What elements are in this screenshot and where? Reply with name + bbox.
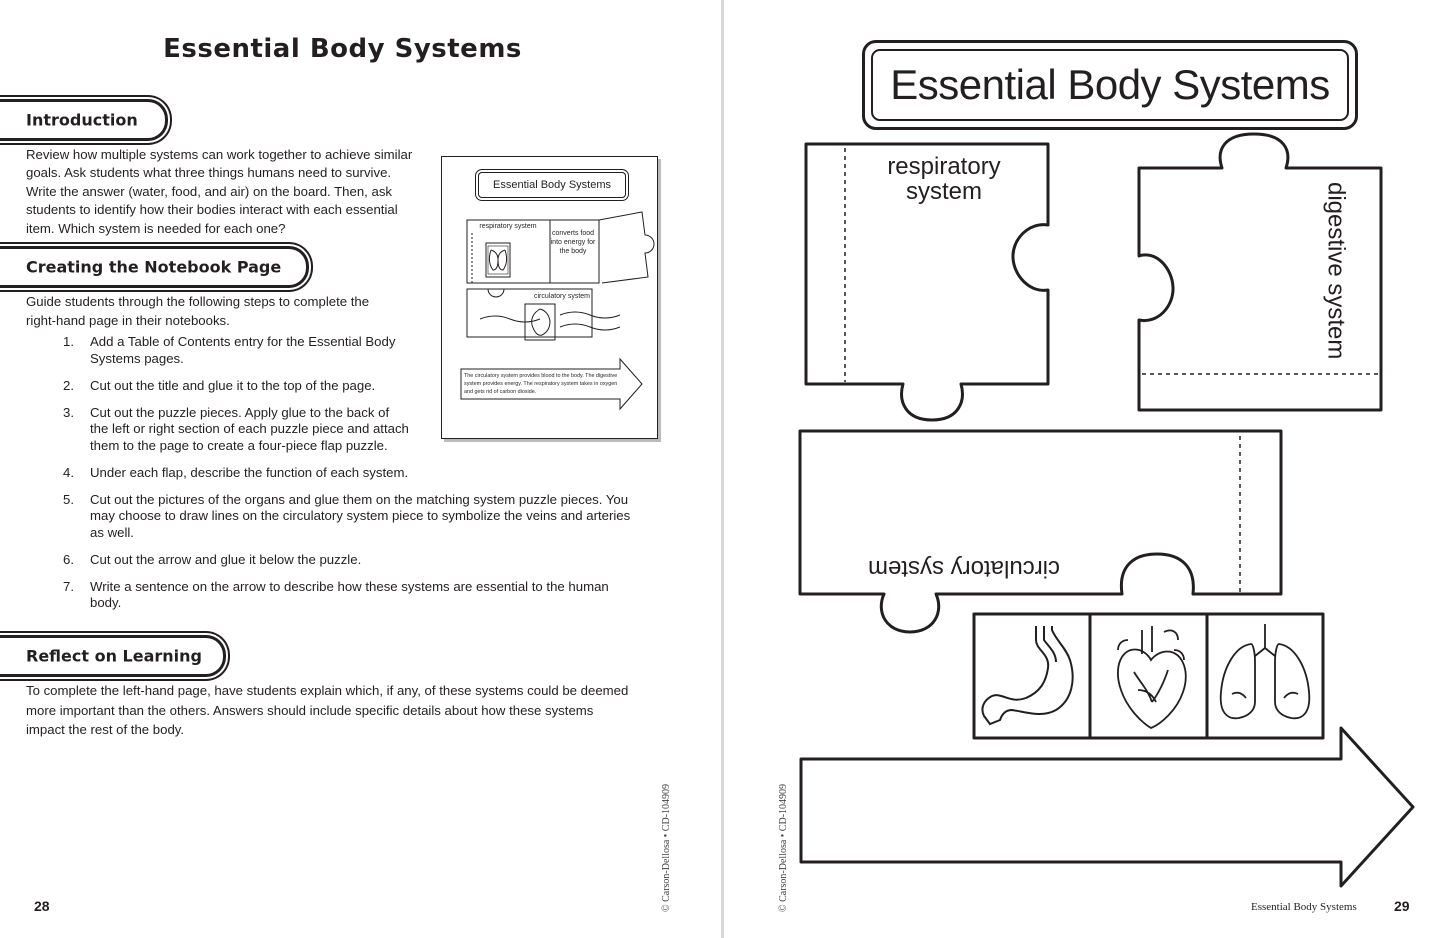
copyright-left: © Carson-Dellosa • CD-104909 (661, 783, 672, 912)
introduction-tab: Introduction (0, 99, 168, 141)
respiratory-label: respiratory system (887, 153, 1001, 205)
organ-pictures-strip[interactable] (972, 612, 1325, 740)
thumbnail-puzzle-drawing (460, 211, 655, 411)
page-title: Essential Body Systems (163, 34, 522, 64)
text-line: them to the page to create a four-piece … (90, 437, 388, 453)
thumbnail-converts-label: converts food into energy for the body (550, 230, 596, 255)
digestive-puzzle-piece[interactable] (1137, 132, 1383, 412)
thumbnail-circulatory-label: circulatory system (533, 293, 590, 300)
text-line: as well. (90, 524, 134, 540)
right-page: Essential Body Systems (724, 0, 1445, 938)
text-line: Cut out the arrow and glue it below the … (90, 551, 362, 567)
text-line: may choose to draw lines on the circulat… (90, 508, 631, 523)
thumbnail-title: Essential Body Systems (478, 172, 626, 198)
puzzle-pieces (798, 132, 1415, 888)
text-line: Write a sentence on the arrow to describ… (90, 578, 609, 594)
book-gutter (721, 0, 724, 938)
reflect-text: To complete the left-hand page, have stu… (26, 681, 628, 740)
digestive-label: digestive system (1323, 182, 1350, 359)
step-number: 1. (63, 334, 74, 349)
text-line: more important than the others. Answers … (26, 702, 594, 718)
text-line: right-hand page in their notebooks. (26, 313, 230, 328)
text-line: item. Which system is needed for each on… (26, 220, 286, 236)
circulatory-puzzle-piece[interactable] (798, 429, 1283, 634)
text-line: To complete the left-hand page, have stu… (26, 683, 629, 698)
creating-tab: Creating the Notebook Page (0, 246, 309, 288)
text-line: Review how multiple systems can work tog… (26, 147, 413, 162)
thumbnail-arrow-text: The circulatory system provides blood to… (464, 373, 618, 395)
stomach-icon (981, 626, 1074, 726)
respiratory-puzzle-piece[interactable] (804, 142, 1050, 422)
copyright-right: © Carson-Dellosa • CD-104909 (778, 783, 789, 912)
step-number: 4. (63, 464, 74, 480)
text-line: goals. Ask students what three things hu… (26, 165, 392, 181)
circulatory-label: circulatory system (867, 555, 1061, 582)
title-cutout-text: Essential Body Systems (871, 49, 1349, 121)
digestive-label-text: digestive system (1322, 182, 1350, 360)
text-line: body. (90, 595, 122, 610)
sentence-arrow[interactable] (799, 726, 1415, 888)
text-line: Add a Table of Contents entry for the Es… (90, 334, 396, 349)
step-item: 4. Under each flap, describe the functio… (26, 465, 656, 482)
step-number: 7. (63, 578, 74, 594)
heart-icon (1117, 626, 1187, 730)
step-number: 3. (63, 404, 74, 420)
text-line: Cut out the pictures of the organs and g… (90, 491, 629, 507)
step-item: 3. Cut out the puzzle pieces. Apply glue… (26, 405, 656, 455)
step-number: 6. (63, 551, 74, 567)
reflect-tab: Reflect on Learning (0, 635, 226, 677)
text-line: Write the answer (water, food, and air) … (26, 183, 393, 199)
page-number-left: 28 (34, 898, 50, 914)
step-item: 2. Cut out the title and glue it to the … (26, 378, 656, 395)
text-line: Guide students through the following ste… (26, 294, 370, 309)
text-line: Systems pages. (90, 350, 184, 366)
example-notebook-thumbnail: Essential Body Systems respiratory syste… (441, 156, 658, 439)
text-line: impact the rest of the body. (26, 722, 185, 737)
steps-list: 1. Add a Table of Contents entry for the… (26, 334, 656, 622)
text-line: Cut out the puzzle pieces. Apply glue to… (90, 404, 390, 420)
text-line: students to identify how their bodies in… (26, 202, 398, 218)
step-number: 5. (63, 491, 74, 507)
creating-heading: Creating the Notebook Page (26, 257, 282, 277)
creating-text: Guide students through the following ste… (26, 292, 369, 330)
step-item: 6. Cut out the arrow and glue it below t… (26, 552, 656, 569)
step-item: 5. Cut out the pictures of the organs an… (26, 492, 656, 542)
title-cutout: Essential Body Systems (862, 40, 1358, 130)
introduction-text: Review how multiple systems can work tog… (26, 146, 412, 238)
text-line: Under each flap, describe the function o… (90, 464, 409, 480)
text-line: Cut out the title and glue it to the top… (90, 377, 376, 393)
step-item: 7. Write a sentence on the arrow to desc… (26, 579, 656, 612)
left-page: Essential Body Systems Introduction Revi… (0, 0, 722, 938)
text-line: the left or right section of each puzzle… (90, 421, 409, 436)
step-item: 1. Add a Table of Contents entry for the… (26, 334, 656, 367)
page-number-right: 29 (1394, 898, 1410, 914)
introduction-heading: Introduction (26, 110, 138, 130)
reflect-heading: Reflect on Learning (26, 646, 202, 666)
thumbnail-respiratory-label: respiratory system (479, 223, 537, 230)
lungs-icon (1219, 624, 1311, 720)
footer-title: Essential Body Systems (1251, 901, 1357, 913)
step-number: 2. (63, 377, 74, 393)
